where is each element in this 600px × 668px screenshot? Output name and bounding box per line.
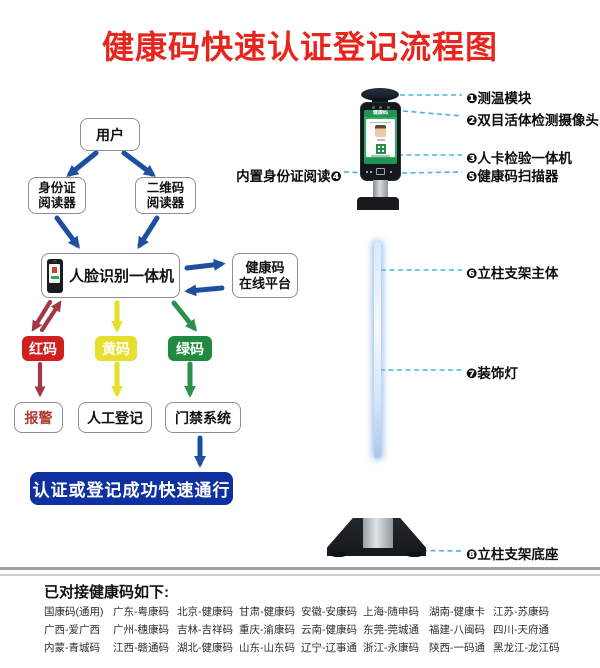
scanner-dot-icon [366, 171, 368, 173]
face-photo [375, 125, 386, 137]
health-code-item: 上海-随申码 [363, 606, 419, 618]
health-code-item: 广东-粤康码 [113, 606, 169, 618]
node-user-label: 用户 [96, 126, 124, 143]
node-face-machine-label: 人脸识别一体机 [68, 268, 174, 285]
health-code-item: 东莞-莞城通 [363, 624, 419, 636]
callout-pillar-main-body: ❻立柱支架主体 [466, 266, 559, 281]
health-code-item: 辽宁-辽事通 [301, 642, 357, 654]
device-neck-pole [373, 180, 388, 199]
callout-id-card-reading: 内置身份证阅读❹ [236, 169, 342, 184]
node-access-control: 门禁系统 [165, 402, 241, 433]
node-platform: 健康码 在线平台 [232, 253, 298, 298]
health-code-item: 内蒙-青城码 [44, 642, 100, 654]
temperature-module [361, 88, 399, 101]
health-code-item: 福建-八闽码 [429, 624, 485, 636]
node-alarm-label: 报警 [24, 409, 53, 426]
node-manual-registration-label: 人工登记 [87, 409, 143, 426]
node-user: 用户 [80, 118, 140, 151]
health-code-item: 北京-健康码 [177, 606, 233, 618]
card-text-line [371, 155, 390, 157]
health-code-item: 国康码(通用) [44, 606, 104, 618]
qr-code [375, 144, 386, 154]
health-code-item: 湖北-健康码 [177, 642, 233, 654]
chip-green-code-label: 绿码 [176, 340, 204, 357]
health-code-item: 黑龙江-龙江码 [493, 642, 560, 654]
node-access-control-label: 门禁系统 [175, 409, 231, 426]
health-code-item: 云南-健康码 [301, 624, 357, 636]
red-flow-arrows [31, 299, 62, 398]
success-banner-label: 认证或登记成功快速通行 [32, 481, 231, 500]
health-code-item: 重庆-渝康码 [239, 624, 295, 636]
health-code-item: 安徽-安康码 [301, 606, 357, 618]
health-code-item: 甘肃-健康码 [239, 606, 295, 618]
blue-flow-arrows [54, 150, 226, 468]
health-codes-grid: 国康码(通用) 广东-粤康码北京-健康码甘肃-健康码安徽-安康码上海-随申码湖南-… [44, 606, 574, 654]
scanner-dot-icon [370, 171, 372, 173]
node-alarm: 报警 [14, 402, 63, 433]
chip-red-code: 红码 [22, 336, 64, 361]
chip-green-code: 绿码 [168, 336, 212, 361]
callout-person-card-machine: ❸人卡检验一体机 [466, 151, 572, 166]
green-flow-arrows [171, 300, 197, 398]
callout-pillar-base: ❽立柱支架底座 [466, 547, 559, 562]
health-code-item: 江苏-苏康码 [493, 606, 549, 618]
camera-dot-icon [372, 106, 375, 109]
footer-divider-top [0, 567, 600, 570]
connected-codes-heading: 已对接健康码如下: [44, 584, 169, 601]
decorative-light [374, 242, 381, 458]
card-text-line [370, 121, 391, 124]
device-neck-stub [372, 98, 388, 103]
callout-binocular-camera: ❷双目活体检测摄像头 [466, 113, 599, 128]
health-code-item: 浙江-永康码 [363, 642, 419, 654]
camera-dot-icon [379, 106, 382, 109]
scanner-dot-icon [390, 171, 392, 173]
node-manual-registration: 人工登记 [78, 402, 152, 433]
base-foot [331, 552, 346, 557]
health-code-item: 山东-山东码 [239, 642, 295, 654]
chip-red-code-label: 红码 [29, 340, 57, 357]
screen-header: 健康码 [364, 110, 397, 117]
card-text-line [377, 139, 385, 141]
camera-dot-icon [387, 106, 390, 109]
health-code-item: 江西-赣通码 [113, 642, 169, 654]
node-qr-reader-line1: 二维码 [146, 180, 185, 195]
health-code-item: 广州-穗康码 [113, 624, 169, 636]
screen-footer-bar [364, 158, 397, 164]
node-id-reader-line1: 身份证 [38, 180, 76, 195]
chip-yellow-code-label: 黄码 [102, 340, 130, 357]
callout-temperature-module: ❶测温模块 [466, 91, 532, 106]
callout-decorative-light: ❼装饰灯 [466, 366, 518, 381]
chip-yellow-code: 黄码 [95, 336, 137, 361]
node-id-reader: 身份证 阅读器 [28, 177, 86, 214]
health-code-item: 广西-爱广西 [44, 624, 100, 636]
health-code-item: 陕西-一码通 [429, 642, 485, 654]
success-banner: 认证或登记成功快速通行 [30, 472, 233, 505]
node-platform-line2: 在线平台 [238, 275, 291, 291]
node-face-machine: 人脸识别一体机 [41, 253, 180, 298]
node-platform-line1: 健康码 [245, 259, 285, 275]
health-code-item: 吉林-吉祥码 [177, 624, 233, 636]
device-screen: 健康码 [364, 110, 397, 164]
page-title: 健康码快速认证登记流程图 [101, 29, 498, 65]
footer-divider-bottom [0, 574, 600, 576]
health-code-card [366, 119, 395, 157]
scanner-window-icon [376, 168, 385, 175]
pillar-cap [357, 197, 399, 210]
mini-kiosk-icon [46, 258, 63, 293]
health-code-item: 四川-天府通 [493, 624, 549, 636]
node-qr-reader: 二维码 阅读器 [135, 177, 196, 214]
base-foot [407, 552, 422, 557]
health-code-item: 湖南-健康卡 [429, 606, 485, 618]
node-qr-reader-line2: 阅读器 [146, 195, 185, 210]
node-id-reader-line2: 阅读器 [38, 195, 76, 210]
pillar-lower-section [363, 518, 393, 548]
callout-health-code-scanner: ❺健康码扫描器 [466, 169, 559, 184]
